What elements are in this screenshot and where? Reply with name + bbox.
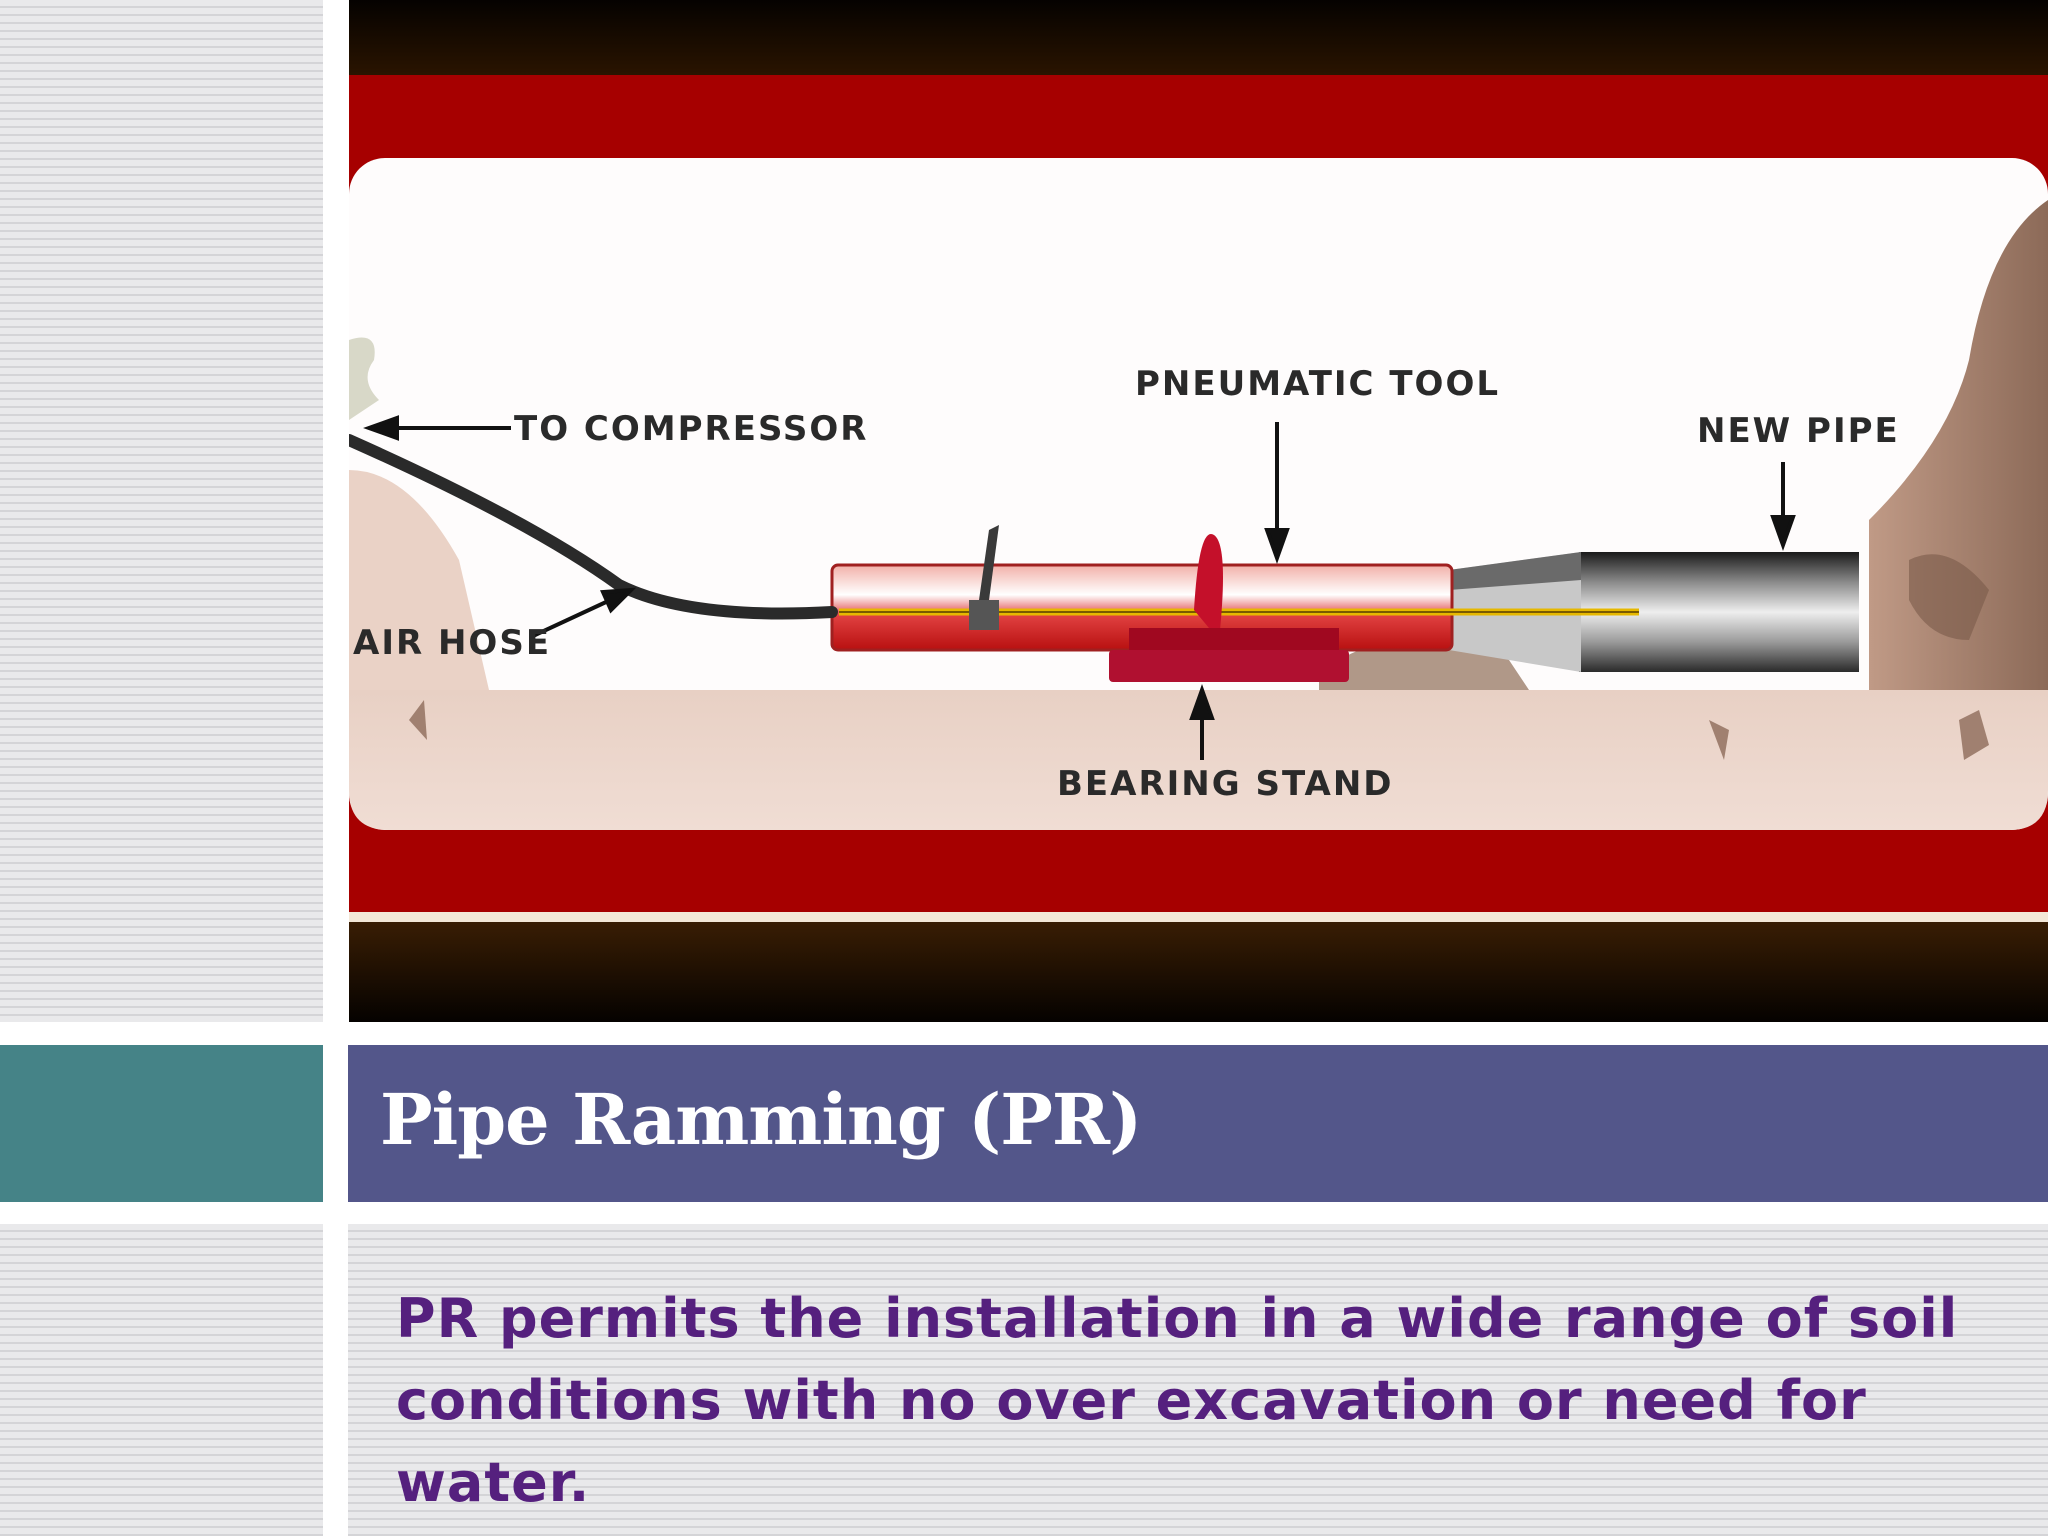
content-area-background	[348, 1224, 2048, 1536]
frame-bottom-dark	[349, 920, 2048, 1022]
pipe-ramming-illustration: TO COMPRESSOR PNEUMATIC TOOL NEW PIPE AI…	[349, 0, 2048, 1022]
frame-top-dark	[349, 0, 2048, 75]
label-bearing-stand: BEARING STAND	[1057, 764, 1394, 804]
accent-block	[0, 1045, 323, 1202]
decorative-stripe-panel-bottom-left	[0, 1224, 323, 1536]
label-pneumatic-tool: PNEUMATIC TOOL	[1135, 364, 1500, 404]
soil-bank-left	[349, 470, 489, 690]
label-new-pipe: NEW PIPE	[1697, 411, 1900, 451]
label-to-compressor: TO COMPRESSOR	[514, 409, 868, 449]
title-band	[348, 1045, 2048, 1202]
slide-title: Pipe Ramming (PR)	[380, 1078, 1142, 1161]
label-air-hose: AIR HOSE	[353, 623, 551, 663]
decorative-stripe-panel-top-left	[0, 0, 323, 1022]
air-hose	[349, 434, 838, 620]
bearing-stand	[1109, 533, 1349, 682]
soil-ground	[349, 690, 2048, 830]
slide-body-text: PR permits the installation in a wide ra…	[396, 1287, 1959, 1514]
